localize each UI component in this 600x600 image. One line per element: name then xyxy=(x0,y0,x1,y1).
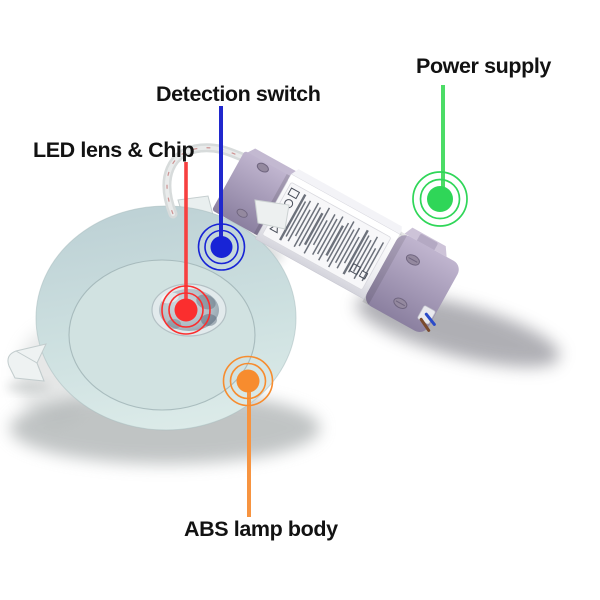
callout-label-abs-lamp-body: ABS lamp body xyxy=(184,517,338,541)
label-text-line xyxy=(311,214,336,256)
label-text-line xyxy=(312,219,328,246)
marker-dot xyxy=(174,298,198,322)
driver-output-wires xyxy=(417,305,436,332)
callout-marker-power-supply xyxy=(412,85,468,227)
connection-cable xyxy=(162,143,265,219)
label-text-line xyxy=(342,229,369,275)
label-text-line xyxy=(343,236,360,264)
callout-marker-led-lens-chip xyxy=(161,162,211,335)
marker-ring-outer xyxy=(161,285,211,335)
callout-label-detection-switch: Detection switch xyxy=(156,82,321,106)
marker-dot xyxy=(427,186,453,212)
label-text-line xyxy=(353,236,379,280)
callout-marker-abs-lamp-body xyxy=(222,355,274,517)
marker-dot xyxy=(236,369,260,393)
marker-ring-outer xyxy=(197,223,246,271)
marker-dot xyxy=(210,236,233,258)
label-text-line xyxy=(318,216,344,261)
label-text-line xyxy=(328,221,355,268)
label-text-line xyxy=(287,200,312,242)
label-text-line xyxy=(303,212,324,246)
marker-ring-outer xyxy=(412,171,468,227)
label-text-line xyxy=(285,201,307,237)
label-text-line xyxy=(336,227,361,269)
label-text-line xyxy=(303,207,331,254)
marker-ring-inner xyxy=(419,178,461,220)
label-text-line xyxy=(334,229,355,264)
marker-ring-inner xyxy=(204,229,239,265)
marker-ring-inner xyxy=(168,292,204,328)
driver-label-textlines xyxy=(279,193,385,282)
marker-ring-inner xyxy=(229,362,267,400)
marker-ring-outer xyxy=(222,355,274,407)
callout-label-power-supply: Power supply xyxy=(416,54,551,78)
label-text-line xyxy=(347,235,370,273)
label-text-line xyxy=(298,207,322,247)
label-text-line xyxy=(294,209,311,237)
panel-inner-ring xyxy=(68,259,256,411)
label-text-line xyxy=(362,248,377,272)
label-text-line xyxy=(316,218,338,255)
label-text-line xyxy=(325,225,344,257)
label-text-line xyxy=(361,242,385,282)
label-text-line xyxy=(293,202,320,248)
label-text-line xyxy=(326,222,350,262)
label-text-line xyxy=(279,193,307,241)
driver-right-cap xyxy=(362,227,459,332)
callout-marker-detection-switch xyxy=(197,106,246,271)
callout-label-led-lens-chip: LED lens & Chip xyxy=(33,138,195,162)
label-text-line xyxy=(352,239,372,272)
mounting-clip-left xyxy=(6,343,50,392)
driver-label xyxy=(262,182,391,290)
driver-mount-bracket xyxy=(254,199,290,230)
